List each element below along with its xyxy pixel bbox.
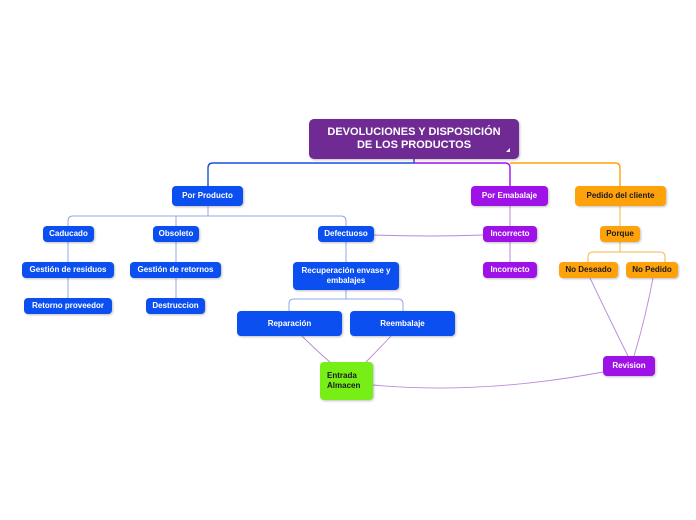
link-reparacion-entrada [301,335,331,363]
node-label: Caducado [49,229,88,239]
node-label: Destruccion [152,301,199,311]
link-no-deseado-revision [589,277,629,357]
node-reparacion[interactable]: Reparación [237,311,342,336]
node-label: Revision [612,361,646,371]
node-label: Gestión de retornos [137,265,214,275]
node-label: No Deseado [565,265,612,275]
node-label: Obsoleto [158,229,194,239]
link-defectuoso-incorrecto [372,234,484,237]
node-label: Por Emabalaje [481,191,538,201]
link-revision-entrada [372,371,604,389]
node-label-line2: embalajes [326,276,366,285]
link-root-por-embalaje [414,162,511,186]
link-no-pedido-revision [633,277,654,357]
root-node[interactable]: DEVOLUCIONES Y DISPOSICIÓN DE LOS PRODUC… [309,119,519,159]
node-porque[interactable]: Porque [600,226,640,242]
node-label: Porque [606,229,634,239]
node-label: Defectuoso [324,229,368,239]
node-reembalaje[interactable]: Reembalaje [350,311,455,336]
node-incorrecto-1[interactable]: Incorrecto [483,226,537,242]
node-label: Pedido del cliente [586,191,655,201]
node-label-line1: Entrada [327,371,357,381]
node-caducado[interactable]: Caducado [43,226,94,242]
root-title-line2: DE LOS PRODUCTOS [356,139,472,151]
link-defectuoso-chain [288,242,404,311]
node-pedido-cliente[interactable]: Pedido del cliente [575,186,666,206]
node-label: Reembalaje [380,318,425,328]
node-retorno-proveedor[interactable]: Retorno proveedor [24,298,112,314]
node-no-pedido[interactable]: No Pedido [626,262,678,278]
node-destruccion[interactable]: Destruccion [146,298,205,314]
link-root-pedido-cliente [510,162,621,186]
link-por-producto-children [67,206,347,226]
node-label: No Pedido [632,265,672,275]
node-label: Incorrecto [490,265,530,275]
node-label: Gestión de residuos [29,265,107,275]
node-gestion-residuos[interactable]: Gestión de residuos [22,262,114,278]
resize-corner-icon [506,148,510,152]
node-label: Incorrecto [490,229,530,239]
node-recuperacion-envase[interactable]: Recuperación envase y embalajes [293,262,399,290]
root-title-line1: DEVOLUCIONES Y DISPOSICIÓN [327,126,501,139]
node-obsoleto[interactable]: Obsoleto [153,226,199,242]
node-por-embalaje[interactable]: Por Emabalaje [471,186,548,206]
node-no-deseado[interactable]: No Deseado [559,262,618,278]
node-por-producto[interactable]: Por Producto [172,186,243,206]
node-entrada-almacen[interactable]: Entrada Almacen [320,362,373,400]
node-label: Por Producto [182,191,233,201]
link-pedido-chain [587,206,666,262]
node-incorrecto-2[interactable]: Incorrecto [483,262,537,278]
node-gestion-retornos[interactable]: Gestión de retornos [130,262,221,278]
node-label-line2: Almacen [327,381,361,390]
node-label: Retorno proveedor [31,301,104,311]
node-label-line1: Recuperación envase y [301,266,391,276]
node-revision[interactable]: Revision [603,356,655,376]
node-defectuoso[interactable]: Defectuoso [318,226,374,242]
link-root-por-producto [207,158,415,186]
link-reembalaje-entrada [365,335,392,363]
node-label: Reparación [267,318,312,328]
